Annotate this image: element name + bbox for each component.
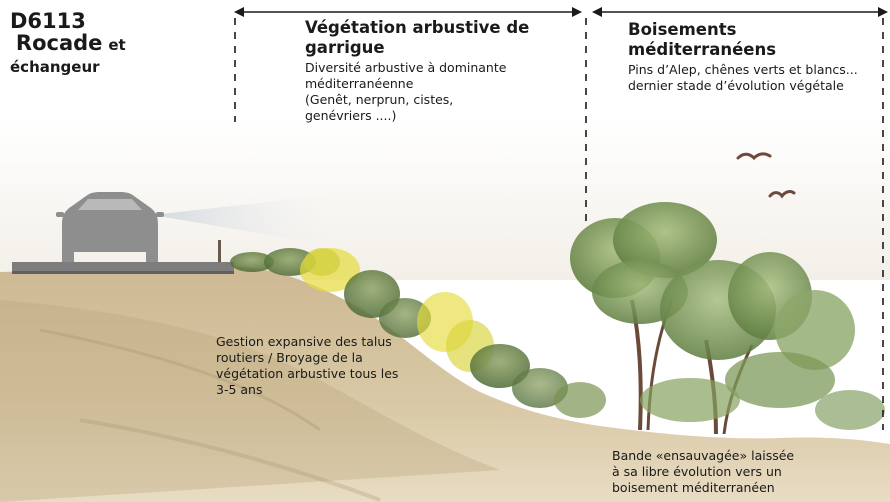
road-label: D6113 Rocade et échangeur <box>10 10 126 78</box>
road-surface <box>12 262 234 271</box>
mediterranean-trees <box>570 202 885 435</box>
zone-garrigue-description: Diversité arbustive à dominante méditerr… <box>305 60 507 123</box>
bird-icon <box>768 190 796 199</box>
zone-forest-title: Boisements méditerranéens <box>628 20 777 59</box>
garrigue-shrubs <box>230 248 606 418</box>
road-post <box>218 240 221 262</box>
road-edge <box>12 271 234 274</box>
zone-garrigue-title: Végétation arbustive de garrigue <box>305 18 530 57</box>
bird-icon <box>736 152 772 161</box>
car-icon <box>56 192 164 262</box>
embankment-management-note: Gestion expansive des talus routiers / B… <box>216 334 399 397</box>
ground-brush-stroke <box>39 328 321 432</box>
road-name: Rocade <box>15 31 103 55</box>
zone-forest-description: Pins d’Alep, chênes verts et blancs... d… <box>628 62 858 93</box>
road-interchange: échangeur <box>10 58 100 76</box>
headlight-beam <box>152 195 330 245</box>
zone-arrow-garrigue <box>234 7 582 17</box>
zone-forest-label: Boisements méditerranéens Pins d’Alep, c… <box>628 20 858 94</box>
zone-arrow-forest <box>592 7 888 17</box>
wild-strip-note: Bande «ensauvagée» laissée à sa libre év… <box>612 448 795 495</box>
road-code: D6113 <box>10 9 86 33</box>
road-connector: et <box>108 36 126 54</box>
zone-garrigue-label: Végétation arbustive de garrigue Diversi… <box>305 18 529 124</box>
ground-embankment <box>0 266 890 502</box>
ground-brush-stroke <box>79 418 381 502</box>
ground-shading <box>0 300 500 502</box>
